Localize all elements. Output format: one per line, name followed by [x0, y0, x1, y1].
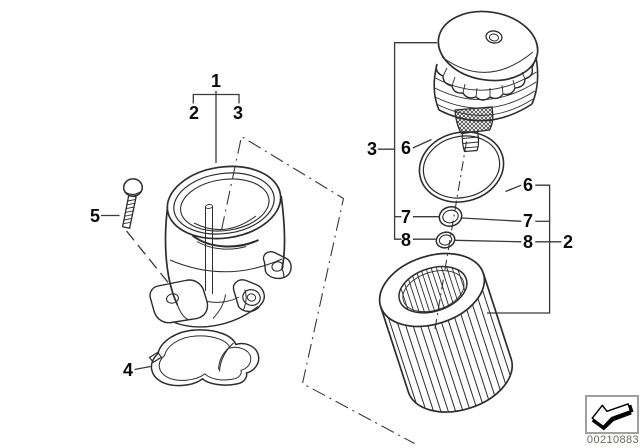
callout-5[interactable]: 5	[89, 206, 101, 226]
callout-6-left[interactable]: 6	[400, 138, 412, 158]
callout-2-right[interactable]: 2	[562, 232, 574, 252]
assembly-axis-line	[220, 135, 415, 444]
drawing-number: 00210883	[586, 434, 640, 446]
leader-item7-right	[461, 217, 522, 222]
leader-item8-right	[454, 239, 522, 243]
callout-3-right[interactable]: 3	[366, 139, 378, 159]
leader-item6-left	[412, 138, 432, 149]
bracket-items-2-3	[192, 93, 240, 104]
filter-cap	[433, 10, 539, 153]
leader-item6-right	[505, 184, 522, 193]
bracket-filter-kit	[487, 184, 551, 314]
o-ring-small	[435, 231, 456, 249]
callout-2-top[interactable]: 2	[188, 103, 200, 123]
callout-3-top[interactable]: 3	[232, 103, 244, 123]
bolt-position-line	[125, 230, 170, 284]
leader-lines	[101, 42, 562, 444]
leader-item4	[134, 365, 151, 371]
filter-element	[378, 252, 514, 413]
callout-1[interactable]: 1	[210, 71, 222, 91]
diagram-nav-button[interactable]	[585, 395, 639, 434]
housing-gasket	[148, 329, 260, 387]
filter-housing	[164, 165, 286, 306]
callout-6-right[interactable]: 6	[522, 175, 534, 195]
callout-4[interactable]: 4	[122, 360, 134, 380]
nav-arrow-icon	[591, 403, 634, 431]
callout-7-right[interactable]: 7	[522, 211, 534, 231]
mounting-bolt	[121, 178, 144, 229]
o-ring-medium	[438, 206, 463, 227]
bracket-cap-group	[393, 42, 437, 240]
callout-8-left[interactable]: 8	[400, 230, 412, 250]
o-ring-large	[418, 131, 505, 203]
centerline-seals	[433, 141, 468, 333]
housing-flange	[149, 251, 292, 328]
callout-7-left[interactable]: 7	[400, 207, 412, 227]
knurled-collar	[454, 106, 494, 135]
callout-8-right[interactable]: 8	[522, 232, 534, 252]
